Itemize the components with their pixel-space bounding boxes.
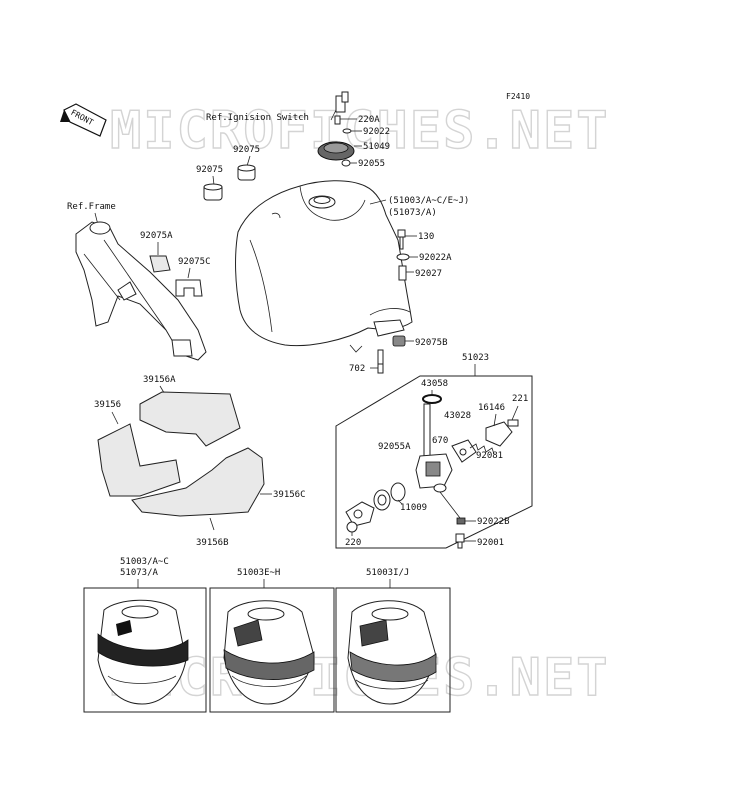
fuel-cap-51049-part — [317, 141, 362, 161]
pad-39156c-part — [131, 447, 265, 517]
part-43028: 43028 — [444, 411, 471, 421]
part-92075-top: 92075 — [233, 145, 260, 155]
part-39156b: 39156B — [196, 538, 229, 548]
part-92075a: 92075A — [140, 231, 173, 241]
frame-part — [75, 221, 207, 361]
part-130: 130 — [418, 232, 434, 242]
fuel-valve-part — [415, 403, 453, 493]
bracket-92075c-part — [175, 279, 203, 297]
ref-ignition-switch-label: Ref.Ignision Switch — [206, 113, 309, 123]
part-92081: 92081 — [476, 451, 503, 461]
part-51023: 51023 — [462, 353, 489, 363]
part-702: 702 — [349, 364, 365, 374]
part-220: 220 — [345, 538, 361, 548]
pad-39156a-part — [139, 391, 241, 447]
variant-1-code-2: 51073/A — [120, 568, 159, 578]
part-92022a: 92022A — [419, 253, 452, 263]
part-39156a: 39156A — [143, 375, 176, 385]
ignition-switch-part — [330, 91, 349, 121]
screw-221-part — [507, 405, 519, 427]
part-92022b: 92022B — [477, 517, 510, 527]
damper-92075b-part — [392, 335, 414, 347]
fuel-valve-assembly-box — [335, 375, 533, 549]
part-43058: 43058 — [421, 379, 448, 389]
tank-code-1: (51003/A~C/E~J) — [388, 196, 469, 206]
variant-1-box — [83, 587, 207, 713]
front-arrow-icon: FRONT — [60, 103, 107, 137]
tank-code-2: (51073/A) — [388, 208, 437, 218]
part-92055a: 92055A — [378, 442, 411, 452]
oring-92055-part — [341, 159, 357, 167]
washer-92022a-part — [396, 253, 418, 261]
washer-92022b-part — [439, 491, 476, 525]
ref-frame-label: Ref.Frame — [67, 202, 116, 212]
part-92075b: 92075B — [415, 338, 448, 348]
damper-92075-left-part — [203, 183, 223, 201]
part-16146: 16146 — [478, 403, 505, 413]
variant-1-code-1: 51003/A~C — [120, 557, 169, 567]
bolt-220a-part — [334, 115, 357, 125]
part-39156c: 39156C — [273, 490, 306, 500]
part-670: 670 — [432, 436, 448, 446]
variant-2-code: 51003E~H — [237, 568, 280, 578]
part-11009: 11009 — [400, 503, 427, 513]
washer-92022-part — [342, 128, 362, 134]
part-220a: 220A — [358, 115, 380, 125]
part-92075-left: 92075 — [196, 165, 223, 175]
plate-part — [373, 489, 391, 511]
pin-702-part — [370, 349, 384, 374]
lever-16146-part — [485, 413, 513, 447]
oring-11009-part — [390, 482, 406, 505]
variant-2-box — [209, 587, 335, 713]
collar-92027-part — [398, 265, 414, 281]
part-92055: 92055 — [358, 159, 385, 169]
part-92027: 92027 — [415, 269, 442, 279]
figure-code: F2410 — [506, 92, 530, 101]
rubber-92075a-part — [149, 255, 171, 273]
part-51049: 51049 — [363, 142, 390, 152]
part-92075c: 92075C — [178, 257, 211, 267]
part-221: 221 — [512, 394, 528, 404]
part-92001: 92001 — [477, 538, 504, 548]
variant-3-code: 51003I/J — [366, 568, 409, 578]
part-92022: 92022 — [363, 127, 390, 137]
damper-92075-top-part — [237, 164, 256, 181]
part-39156: 39156 — [94, 400, 121, 410]
fuel-tank-part — [235, 180, 413, 353]
cover-43028-part — [451, 439, 477, 463]
gasket-43058-part — [422, 390, 442, 404]
pad-39156-part — [97, 423, 181, 497]
variant-3-box — [335, 587, 451, 713]
bolt-92001-part — [455, 533, 476, 549]
bolt-130-part — [397, 229, 417, 250]
spring-92081-part — [469, 443, 495, 455]
screw-220-part — [346, 521, 358, 536]
